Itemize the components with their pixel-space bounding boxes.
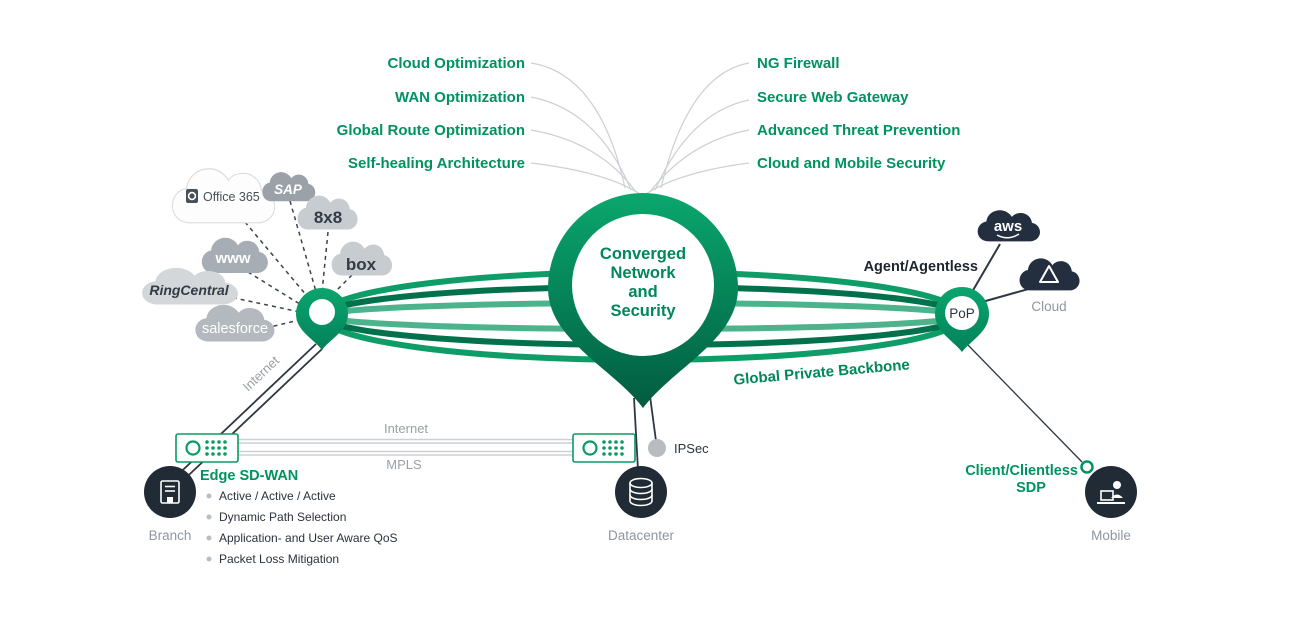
salesforce-cloud: salesforce [195, 304, 275, 342]
capability-leader-lines [530, 62, 750, 195]
sap-label: SAP [274, 182, 303, 197]
delta-cloud: Cloud [1019, 258, 1080, 314]
eight-by-eight-cloud: 8x8 [297, 195, 358, 230]
mpls-label: MPLS [386, 457, 422, 472]
feature-active: Active / Active / Active [219, 489, 336, 503]
pop-label: PoP [949, 306, 975, 321]
capability-ng-firewall: NG Firewall [757, 55, 840, 72]
pin-line-4: Security [610, 302, 676, 320]
agent-agentless-label: Agent/Agentless [864, 259, 978, 275]
8x8-label: 8x8 [314, 208, 342, 227]
mobile-caption: Mobile [1091, 528, 1131, 543]
edge-sdwan-device-datacenter [572, 433, 636, 463]
ringcentral-label: RingCentral [149, 282, 229, 298]
capability-self-healing: Self-healing Architecture [348, 155, 525, 172]
branch-caption: Branch [149, 528, 192, 543]
internet-diagonal-label: Internet [240, 353, 283, 394]
branch-node [144, 466, 196, 518]
pin-line-3: and [628, 283, 657, 301]
feature-dynamic-path: Dynamic Path Selection [219, 510, 346, 524]
aws-label: aws [994, 218, 1022, 235]
capability-secure-web-gateway: Secure Web Gateway [757, 89, 909, 106]
mobile-user-icon [1097, 481, 1125, 504]
sdp-label-line1: Client/Clientless [965, 463, 1078, 479]
internet-pop-node [296, 288, 348, 350]
box-cloud: box [331, 241, 393, 276]
feature-bullets [206, 493, 212, 562]
aws-cloud: aws [977, 210, 1040, 242]
datacenter-node [615, 466, 667, 518]
office365-cloud: Office 365 [171, 168, 276, 224]
capability-advanced-threat-prevention: Advanced Threat Prevention [757, 122, 960, 139]
salesforce-label: salesforce [202, 321, 268, 337]
edge-sdwan-title: Edge SD-WAN [200, 468, 298, 484]
mobile-node [1085, 466, 1137, 518]
www-label: www [214, 250, 250, 267]
pop-node: PoP [935, 287, 989, 352]
wan-links [238, 438, 573, 456]
database-icon [629, 477, 653, 507]
pin-line-2: Network [610, 264, 676, 282]
cloud-caption: Cloud [1031, 299, 1066, 314]
feature-aware-qos: Application- and User Aware QoS [219, 531, 398, 545]
internet-label: Internet [384, 421, 428, 436]
www-cloud: www [201, 237, 268, 273]
pin-line-1: Converged [600, 245, 686, 263]
cloud-datacenters: aws Cloud [977, 210, 1080, 314]
sdp-label-line2: SDP [1016, 480, 1046, 496]
delta-logo-icon [1039, 265, 1059, 283]
branch-building-icon [160, 480, 180, 504]
capability-cloud-optimization: Cloud Optimization [388, 55, 525, 72]
global-private-backbone-label: Global Private Backbone [733, 356, 911, 388]
saas-clouds: Office 365 SAP 8x8 www box RingCentral [142, 168, 393, 342]
ringcentral-cloud: RingCentral [142, 267, 238, 305]
datacenter-caption: Datacenter [608, 528, 675, 543]
saas-dashed-links [224, 200, 353, 331]
box-label: box [346, 255, 377, 274]
feature-packet-loss: Packet Loss Mitigation [219, 552, 339, 566]
office365-logo-icon [186, 189, 198, 203]
converged-network-pin: Converged Network and Security [548, 193, 738, 408]
capability-global-route-optimization: Global Route Optimization [337, 122, 525, 139]
sdp-endpoint-icon [1080, 460, 1094, 474]
capability-wan-optimization: WAN Optimization [395, 89, 525, 106]
edge-sdwan-device-branch [175, 433, 239, 463]
ipsec-label: IPSec [674, 441, 709, 456]
office365-label: Office 365 [203, 190, 260, 204]
ipsec-dot [648, 439, 666, 457]
capability-cloud-mobile-security: Cloud and Mobile Security [757, 155, 946, 172]
sap-cloud: SAP [262, 172, 316, 202]
aws-smile-icon [996, 233, 1020, 239]
